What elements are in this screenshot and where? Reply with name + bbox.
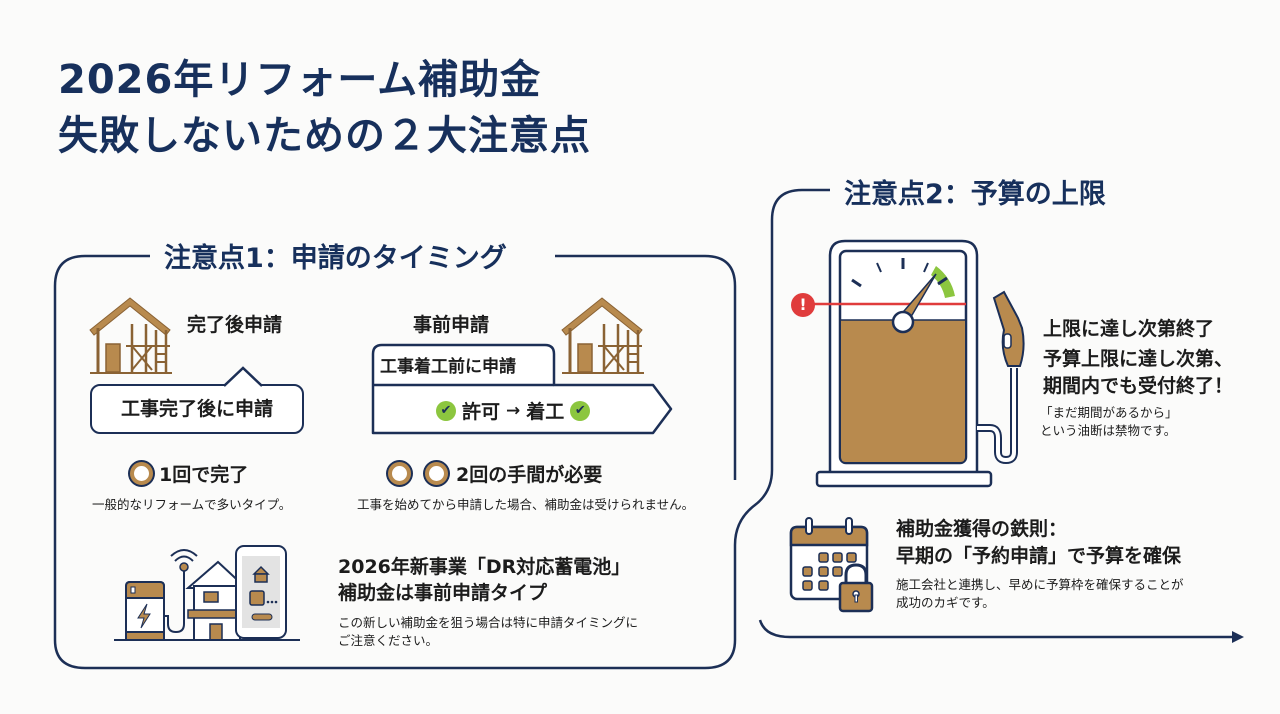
before-application-heading: 事前申請 <box>413 314 490 336</box>
after-application-note: 一般的なリフォームで多いタイプ。 <box>92 497 292 512</box>
title-line-2: 失敗しないための２大注意点 <box>58 113 591 159</box>
house-scaffold-icon <box>561 297 644 374</box>
page-title: 2026年リフォーム補助金 失敗しないための２大注意点 <box>58 52 591 164</box>
limit-emphasis: 予算上限に達し次第、 期間内でも受付終了！ <box>1043 348 1234 397</box>
after-application-heading: 完了後申請 <box>187 314 283 336</box>
two-step-label: 2回の手間が必要 <box>388 460 602 487</box>
approval-flow: ✔ 許可 → 着工 ✔ <box>436 397 591 424</box>
after-application-bubble-text: 工事完了後に申請 <box>120 398 273 420</box>
one-step-label: 1回で完了 <box>130 460 248 487</box>
house-scaffold-icon <box>89 297 172 374</box>
bubble-pointer <box>224 366 262 387</box>
limit-heading: 上限に達し次第終了 <box>1043 318 1215 340</box>
before-application-note: 工事を始めてから申請した場合、補助金は受けられません。 <box>357 497 695 512</box>
title-line-1: 2026年リフォーム補助金 <box>58 57 542 103</box>
section1-title: 注意点1：申請のタイミング <box>150 236 521 275</box>
after-application-bubble: 工事完了後に申請 <box>90 384 304 434</box>
ring-icon <box>130 462 153 485</box>
budget-fuel-pump-icon <box>802 239 1025 488</box>
warning-icon: ! <box>791 293 815 317</box>
dr-battery-note: この新しい補助金を狙う場合は特に申請タイミングに ご注意ください。 <box>338 615 639 648</box>
arrow-right-icon: → <box>506 400 521 421</box>
flow-construction: 着工 <box>526 401 565 423</box>
battery-home-phone-icon <box>114 545 300 641</box>
calendar-lock-icon <box>789 517 874 613</box>
limit-note: 「まだ期間があるから」 という油断は禁物です。 <box>1040 405 1178 438</box>
check-icon: ✔ <box>436 400 456 421</box>
ring-icon <box>425 462 448 485</box>
ring-icon <box>388 462 411 485</box>
dr-battery-heading: 2026年新事業「DR対応蓄電池」 補助金は事前申請タイプ <box>338 556 631 604</box>
rule-heading: 補助金獲得の鉄則： 早期の「予約申請」で予算を確保 <box>896 518 1182 567</box>
flow-approval: 許可 <box>462 401 501 423</box>
check-icon: ✔ <box>570 400 591 421</box>
rule-note: 施工会社と連携し、早めに予算枠を確保することが 成功のカギです。 <box>896 577 1184 610</box>
section2-title: 注意点2：予算の上限 <box>830 172 1120 211</box>
before-application-tab: 工事着工前に申請 <box>380 357 516 377</box>
